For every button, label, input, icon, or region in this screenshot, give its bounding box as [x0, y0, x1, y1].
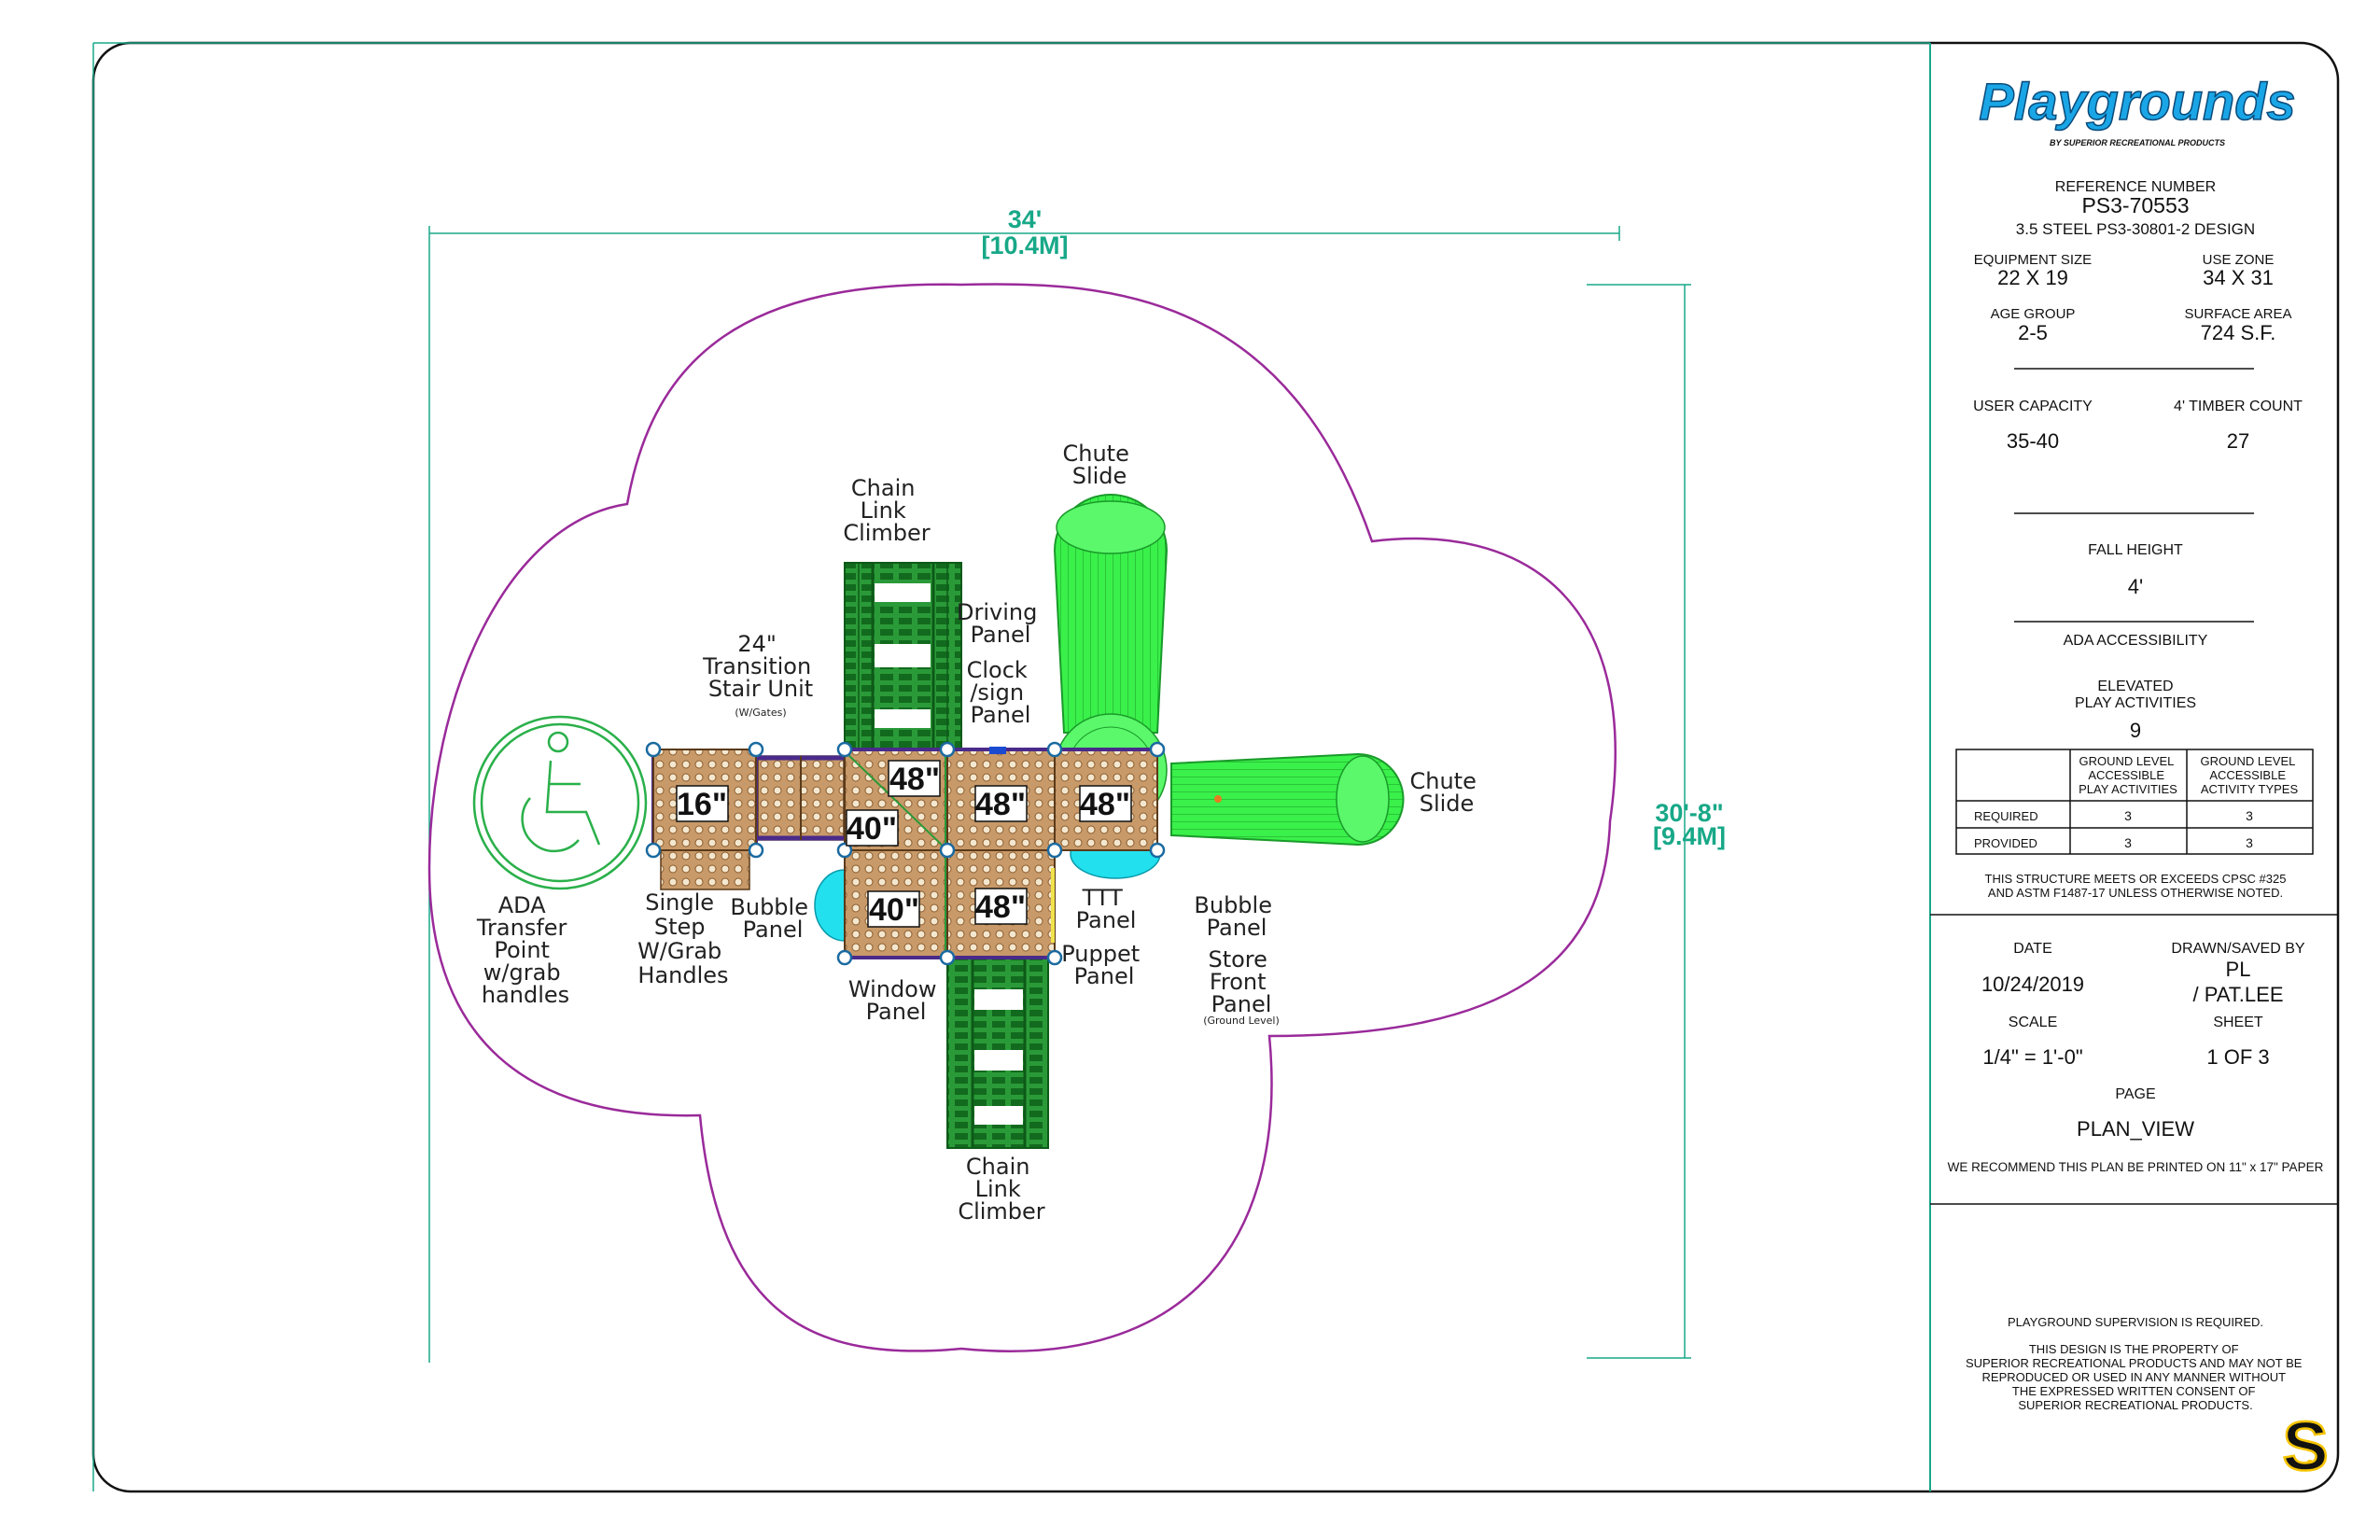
- timber-count-label: 4' TIMBER COUNT: [2174, 399, 2303, 414]
- chain-link-bottom-label: Chain Link Climber: [958, 1154, 1044, 1225]
- ada-transfer-label: ADA Transfer Point w/grab handles: [476, 892, 574, 1008]
- ttt-panel-label: TTT Panel: [1076, 885, 1137, 933]
- print-recommendation: WE RECOMMEND THIS PLAN BE PRINTED ON 11"…: [1948, 1160, 2324, 1174]
- table-row-required-v1: 3: [2124, 808, 2132, 823]
- height-ft: 30'-8": [1655, 799, 1723, 827]
- use-zone-label: USE ZONE: [2203, 252, 2275, 268]
- scale-value: 1/4" = 1'-0": [1982, 1045, 2082, 1069]
- age-group-value: 2-5: [2018, 321, 2048, 344]
- sheet-label: SHEET: [2213, 1015, 2263, 1030]
- deck-40-a-label: 40": [847, 811, 897, 847]
- use-zone-outline: [427, 283, 1617, 1352]
- elevated-label-1: ELEVATED: [2097, 679, 2173, 694]
- date-value: 10/24/2019: [1981, 973, 2084, 996]
- table-row-required-v2: 3: [2246, 808, 2253, 823]
- transition-stair-unit: [757, 755, 845, 841]
- deck-48-b-label: 48": [975, 787, 1026, 822]
- user-capacity-label: USER CAPACITY: [1973, 399, 2093, 414]
- table-row-provided-v1: 3: [2124, 835, 2132, 850]
- property-notice: THIS DESIGN IS THE PROPERTY OF SUPERIOR …: [1966, 1342, 2305, 1412]
- reference-number: PS3-70553: [2081, 193, 2189, 217]
- single-step-label: Single Step W/Grab Handles: [637, 889, 729, 988]
- transition-stair-label: 24" Transition Stair Unit: [702, 631, 819, 702]
- use-zone-value: 34 X 31: [2203, 266, 2274, 289]
- design-name: 3.5 STEEL PS3-30801-2 DESIGN: [2016, 220, 2255, 238]
- store-front-label: Store Front Panel: [1208, 946, 1274, 1017]
- company-s-mark-icon: S: [2281, 1407, 2330, 1487]
- width-dimension: [428, 226, 1620, 1363]
- brand-logo-sub: BY SUPERIOR RECREATIONAL PRODUCTS: [2050, 138, 2225, 147]
- table-col2-header: GROUND LEVEL ACCESSIBLE ACTIVITY TYPES: [2200, 754, 2298, 796]
- fall-height-label: FALL HEIGHT: [2088, 542, 2183, 558]
- svg-text:S: S: [2282, 1407, 2328, 1485]
- deck-height-labels: 16" 48" 40" 48" 48" 40" 48": [676, 760, 1132, 928]
- store-front-note: (Ground Level): [1203, 1015, 1280, 1027]
- table-row-required-label: REQUIRED: [1974, 809, 2038, 823]
- accessibility-table: [1955, 749, 2314, 855]
- chain-link-top-label: Chain Link Climber: [843, 475, 930, 546]
- transition-stair-note: (W/Gates): [735, 707, 786, 719]
- compliance-line-2: AND ASTM F1487-17 UNLESS OTHERWISE NOTED…: [1988, 886, 2283, 900]
- table-row-provided-v2: 3: [2246, 835, 2253, 850]
- drawn-by-label: DRAWN/SAVED BY: [2171, 941, 2304, 957]
- deck-48-a-label: 48": [889, 762, 940, 797]
- driving-panel-label: Driving Panel: [957, 599, 1044, 648]
- sheet-value: 1 OF 3: [2206, 1045, 2269, 1069]
- ada-label: ADA ACCESSIBILITY: [2064, 633, 2208, 649]
- elevated-value: 9: [2130, 719, 2141, 742]
- deck-16-label: 16": [677, 787, 727, 822]
- deck-48-d-label: 48": [975, 889, 1026, 925]
- bubble-panel-right-label: Bubble Panel: [1194, 892, 1279, 941]
- window-panel-label: Window Panel: [848, 976, 944, 1025]
- height-m: [9.4M]: [1653, 822, 1726, 850]
- chute-slide-right: [1170, 752, 1405, 847]
- deck-area: [652, 747, 1158, 959]
- equipment-size-label: EQUIPMENT SIZE: [1974, 252, 2092, 268]
- deck-posts: [645, 741, 1166, 966]
- chute-slide-top-label: Chute Slide: [1063, 441, 1137, 489]
- drawn-by-value-1: PL: [2226, 958, 2251, 981]
- timber-count-value: 27: [2227, 429, 2249, 453]
- compliance-line-1: THIS STRUCTURE MEETS OR EXCEEDS CPSC #32…: [1985, 872, 2287, 886]
- ada-wheelchair-icon: [472, 715, 648, 890]
- clock-panel-label: Clock /sign Panel: [967, 657, 1035, 728]
- brand-logo: Playgrounds: [1979, 72, 2295, 131]
- component-labels: Chain Link Climber Chute Slide Driving P…: [476, 441, 1484, 1225]
- equipment-size-value: 22 X 19: [1997, 266, 2068, 289]
- bubble-panel-left-label: Bubble Panel: [730, 894, 815, 943]
- drawn-by-value-2: / PAT.LEE: [2192, 983, 2283, 1006]
- height-dimension: [1587, 284, 1691, 1359]
- single-step: [660, 847, 750, 890]
- date-label: DATE: [2013, 941, 2051, 957]
- age-group-label: AGE GROUP: [1991, 306, 2076, 322]
- width-m: [10.4M]: [981, 231, 1068, 259]
- user-capacity-value: 35-40: [2007, 429, 2059, 453]
- chain-link-climber-bottom: [946, 956, 1049, 1149]
- width-ft: 34': [1008, 205, 1042, 233]
- puppet-panel-label: Puppet Panel: [1061, 941, 1147, 989]
- chute-slide-right-label: Chute Slide: [1410, 768, 1484, 817]
- supervision-note: PLAYGROUND SUPERVISION IS REQUIRED.: [2008, 1315, 2263, 1329]
- chain-link-climber-top: [844, 562, 962, 750]
- surface-area-value: 724 S.F.: [2201, 321, 2276, 344]
- fall-height-value: 4': [2128, 575, 2143, 598]
- table-row-provided-label: PROVIDED: [1974, 836, 2037, 850]
- elevated-label-2: PLAY ACTIVITIES: [2075, 695, 2196, 711]
- deck-40-b-label: 40": [869, 892, 919, 928]
- surface-area-label: SURFACE AREA: [2184, 306, 2291, 322]
- reference-label: REFERENCE NUMBER: [2055, 179, 2216, 195]
- page-value: PLAN_VIEW: [2077, 1117, 2194, 1141]
- title-block: Playgrounds BY SUPERIOR RECREATIONAL PRO…: [1930, 71, 2338, 1487]
- scale-label: SCALE: [2009, 1015, 2057, 1030]
- table-col1-header: GROUND LEVEL ACCESSIBLE PLAY ACTIVITIES: [2079, 754, 2177, 796]
- page-label: PAGE: [2115, 1086, 2155, 1102]
- deck-48-c-label: 48": [1080, 787, 1130, 822]
